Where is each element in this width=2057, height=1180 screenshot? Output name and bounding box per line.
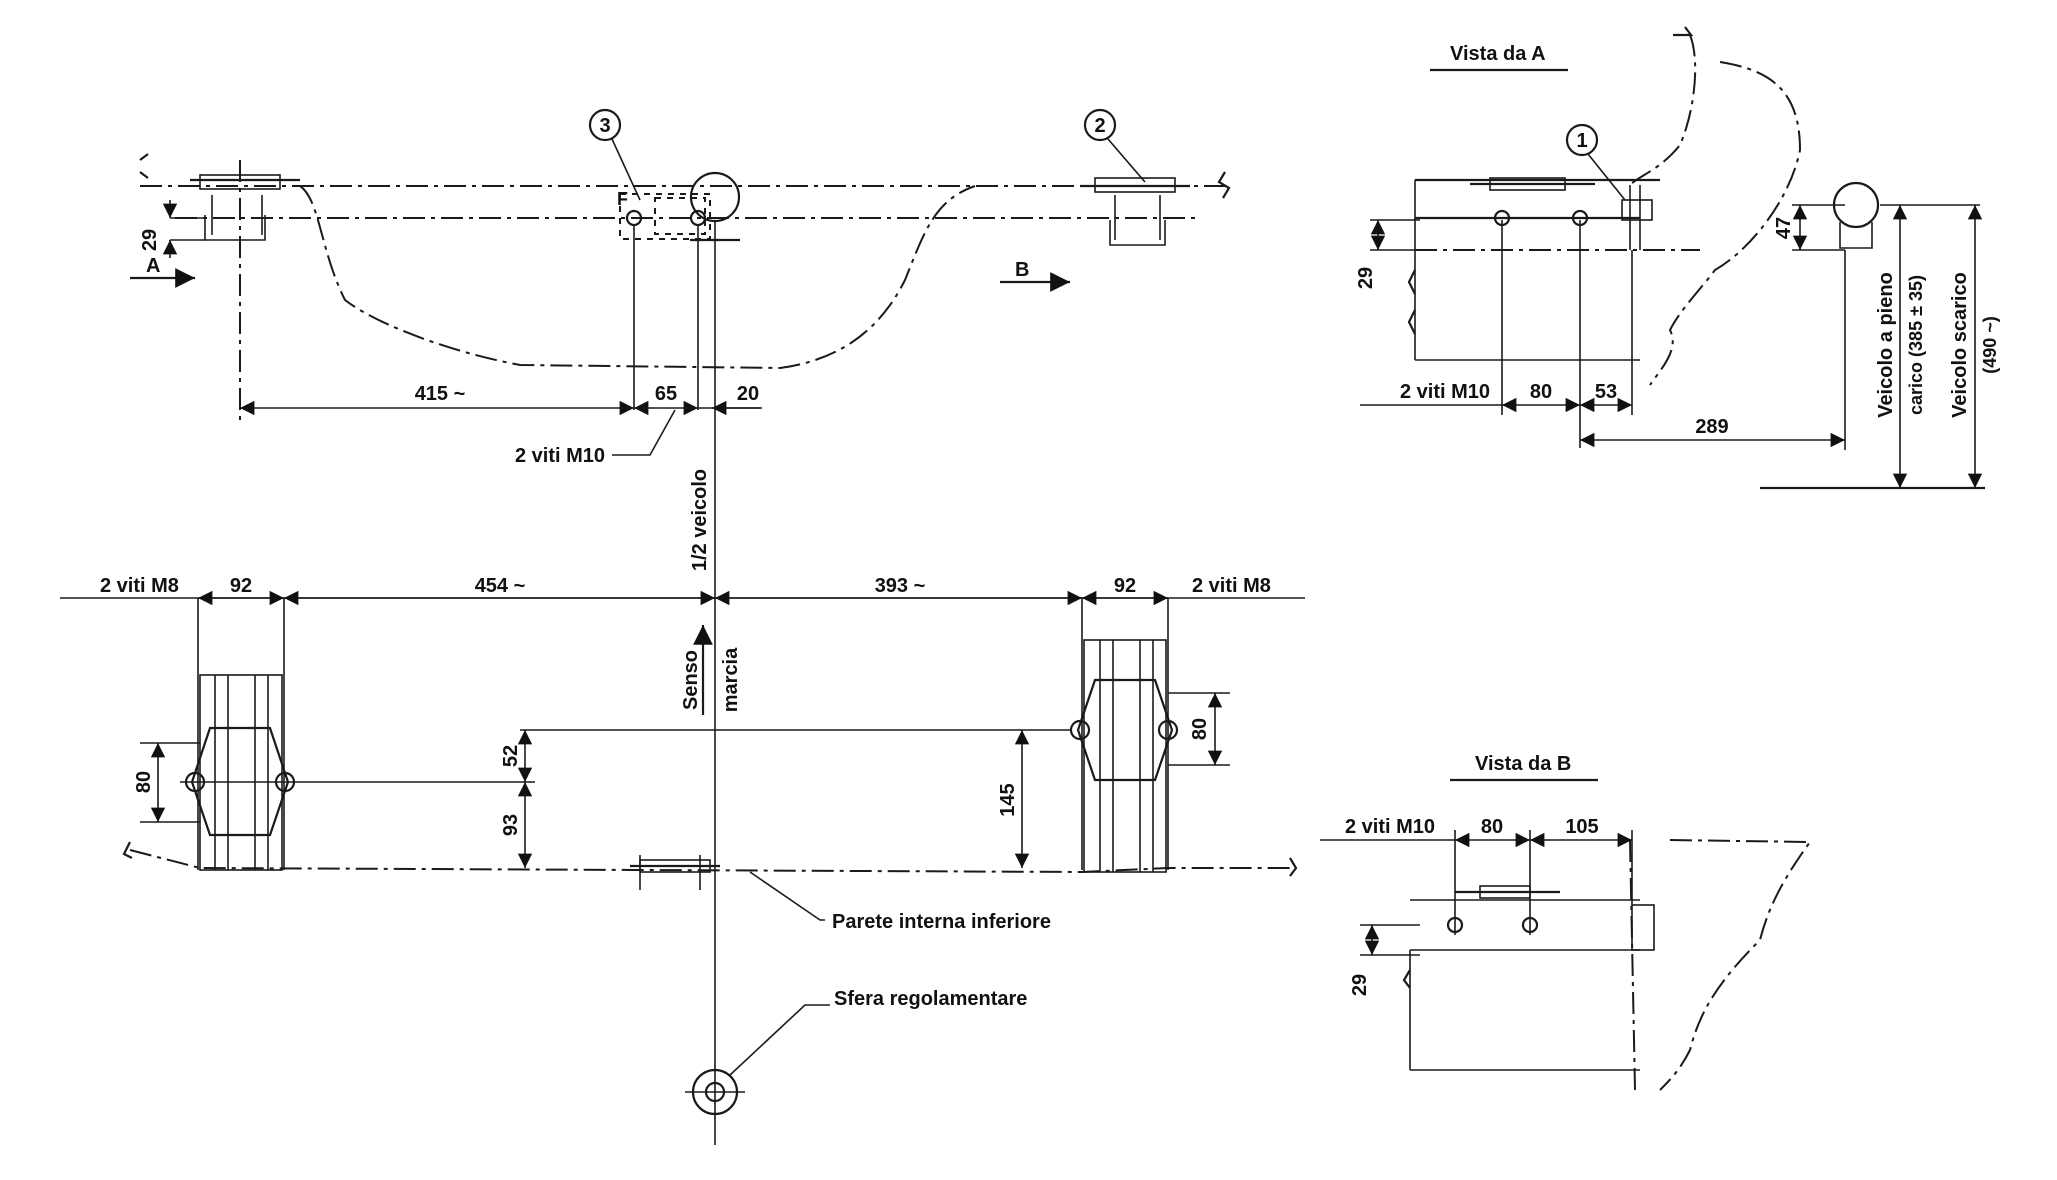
screws-m8-right: 2 viti M8 xyxy=(1192,575,1271,597)
dim-65: 65 xyxy=(655,383,677,405)
dim-93: 93 xyxy=(500,814,522,836)
left-bracket xyxy=(190,174,300,241)
dim-145: 145 xyxy=(997,783,1019,816)
direction-label-2: marcia xyxy=(720,647,742,712)
view-b-screws-m10: 2 viti M10 xyxy=(1345,816,1435,838)
view-b-title: Vista da B xyxy=(1475,753,1571,775)
marker-f: F xyxy=(617,189,628,209)
dim-393: 393 ~ xyxy=(875,575,926,597)
dim-454: 454 ~ xyxy=(475,575,526,597)
view-a-dim-53: 53 xyxy=(1595,381,1617,403)
view-b-dim-29: 29 xyxy=(1349,974,1371,996)
bumper-profile xyxy=(299,185,976,370)
dim-80-right: 80 xyxy=(1189,718,1211,740)
unloaded-label-2: (490 ~) xyxy=(1980,316,2000,374)
dim-52: 52 xyxy=(500,745,522,767)
center-axis: 1/2 veicolo Senso marcia xyxy=(680,222,742,1145)
left-plate xyxy=(180,674,300,871)
right-plate xyxy=(1069,639,1179,873)
right-bracket xyxy=(1080,177,1190,246)
callout-1: 1 xyxy=(1576,130,1587,152)
marker-a: A xyxy=(146,255,160,277)
center-clamp xyxy=(630,855,720,890)
inner-wall-line xyxy=(129,849,1295,874)
view-a-dim-29: 29 xyxy=(1355,267,1377,289)
view-a-dim-80: 80 xyxy=(1530,381,1552,403)
inner-wall-label: Parete interna inferiore xyxy=(832,911,1051,933)
unloaded-label-1: Veicolo scarico xyxy=(1949,272,1971,418)
dim-92-right: 92 xyxy=(1114,575,1136,597)
view-a-screws-m10: 2 viti M10 xyxy=(1400,381,1490,403)
view-a-dim-289: 289 xyxy=(1695,416,1728,438)
view-from-b: Vista da B 2 viti M10 80 105 29 xyxy=(1320,753,1812,1091)
dim-29-top: 29 xyxy=(139,229,161,251)
marker-b: B xyxy=(1015,259,1029,281)
callout-3: 3 xyxy=(599,115,610,137)
center-bracket xyxy=(619,171,741,242)
loaded-label-2: carico (385 ± 35) xyxy=(1906,275,1926,415)
view-b-dim-80: 80 xyxy=(1481,816,1503,838)
view-a-dim-47: 47 xyxy=(1773,217,1795,239)
dim-92-left: 92 xyxy=(230,575,252,597)
dim-415: 415 ~ xyxy=(415,383,466,405)
view-a-title: Vista da A xyxy=(1450,43,1546,65)
loaded-label-1: Veicolo a pieno xyxy=(1875,272,1897,418)
dim-80-left: 80 xyxy=(133,771,155,793)
view-b-dim-105: 105 xyxy=(1565,816,1598,838)
direction-label-1: Senso xyxy=(680,650,702,710)
half-vehicle-label: 1/2 veicolo xyxy=(689,469,711,571)
standard-ball-label: Sfera regolamentare xyxy=(834,988,1027,1010)
top-view: 29 A B F 415 ~ 65 20 2 viti M10 3 2 xyxy=(130,108,1231,467)
screws-m10-top: 2 viti M10 xyxy=(515,445,605,467)
screws-m8-left: 2 viti M8 xyxy=(100,575,179,597)
callout-2: 2 xyxy=(1094,115,1105,137)
view-from-a: Vista da A 1 29 47 xyxy=(1355,26,2000,490)
dim-20: 20 xyxy=(737,383,759,405)
plan-view: 2 viti M8 92 454 ~ 393 ~ 92 2 viti M8 xyxy=(60,575,1305,1116)
